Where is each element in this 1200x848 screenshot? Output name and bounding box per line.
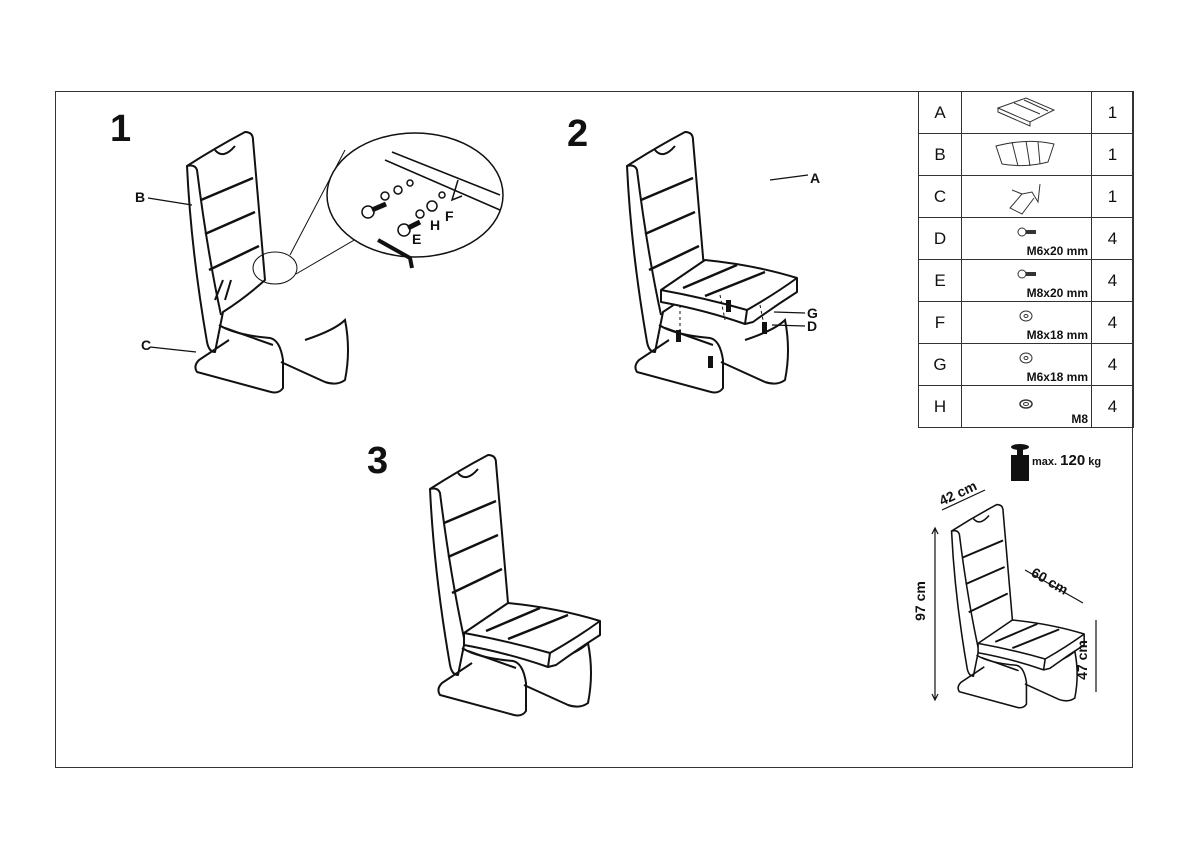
part-picture: M8x20 mm: [961, 259, 1092, 302]
step-number-3: 3: [367, 440, 389, 482]
dimension-seat-height: 47 cm: [1073, 640, 1090, 680]
step-number-2: 2: [567, 113, 589, 155]
spring-washer-icon: [1019, 399, 1033, 409]
part-letter: C: [918, 175, 962, 218]
washer-icon: [1019, 310, 1033, 322]
step2-fasteners: [676, 300, 767, 368]
step1-chair-drawing: [185, 130, 349, 394]
part-spec: M8: [1071, 412, 1088, 426]
bolt-icon: [1017, 269, 1036, 279]
label-E: E: [412, 231, 422, 247]
label-H: H: [430, 217, 441, 233]
step2-chair-drawing: [625, 130, 799, 394]
part-picture: M8: [961, 385, 1092, 428]
washer-icon: [1019, 352, 1033, 364]
max-load-prefix: max.: [1032, 456, 1058, 468]
part-picture: [961, 133, 1092, 176]
max-load-value: 120: [1060, 452, 1086, 469]
max-load: max. 120 kg: [1032, 452, 1101, 469]
part-quantity: 1: [1091, 133, 1134, 176]
part-quantity: 1: [1091, 175, 1134, 218]
part-quantity: 4: [1091, 385, 1134, 428]
frame-icon: [1009, 183, 1041, 215]
part-spec: M8x20 mm: [1026, 286, 1088, 300]
dimension-arrows: [931, 489, 1097, 702]
part-quantity: 4: [1091, 217, 1134, 260]
part-spec: M6x18 mm: [1026, 370, 1088, 384]
label-F: F: [445, 208, 454, 224]
label-D: D: [807, 318, 818, 334]
part-spec: M6x20 mm: [1026, 244, 1088, 258]
step-number-1: 1: [110, 108, 132, 150]
part-letter: B: [918, 133, 962, 176]
part-picture: M6x20 mm: [961, 217, 1092, 260]
label-C: C: [141, 337, 152, 353]
part-picture: [961, 175, 1092, 218]
step3-chair-drawing: [428, 453, 602, 717]
max-load-unit: kg: [1088, 456, 1102, 468]
label-A: A: [810, 170, 821, 186]
bolt-icon: [1017, 227, 1036, 237]
part-letter: G: [918, 343, 962, 386]
part-letter: F: [918, 301, 962, 344]
part-quantity: 4: [1091, 343, 1134, 386]
label-G: G: [807, 305, 818, 321]
part-quantity: 1: [1091, 91, 1134, 134]
label-B: B: [135, 189, 146, 205]
part-quantity: 4: [1091, 301, 1134, 344]
part-spec: M8x18 mm: [1026, 328, 1088, 342]
dimension-height: 97 cm: [911, 581, 928, 621]
part-picture: M6x18 mm: [961, 343, 1092, 386]
part-picture: [961, 91, 1092, 134]
part-letter: E: [918, 259, 962, 302]
part-letter: A: [918, 91, 962, 134]
seat-icon: [996, 97, 1056, 127]
dimension-chair-drawing: [950, 503, 1086, 709]
page-frame: [55, 91, 1133, 768]
part-letter: H: [918, 385, 962, 428]
part-quantity: 4: [1091, 259, 1134, 302]
part-picture: M8x18 mm: [961, 301, 1092, 344]
part-letter: D: [918, 217, 962, 260]
weight-icon: [1011, 444, 1029, 481]
backrest-icon: [995, 140, 1055, 167]
